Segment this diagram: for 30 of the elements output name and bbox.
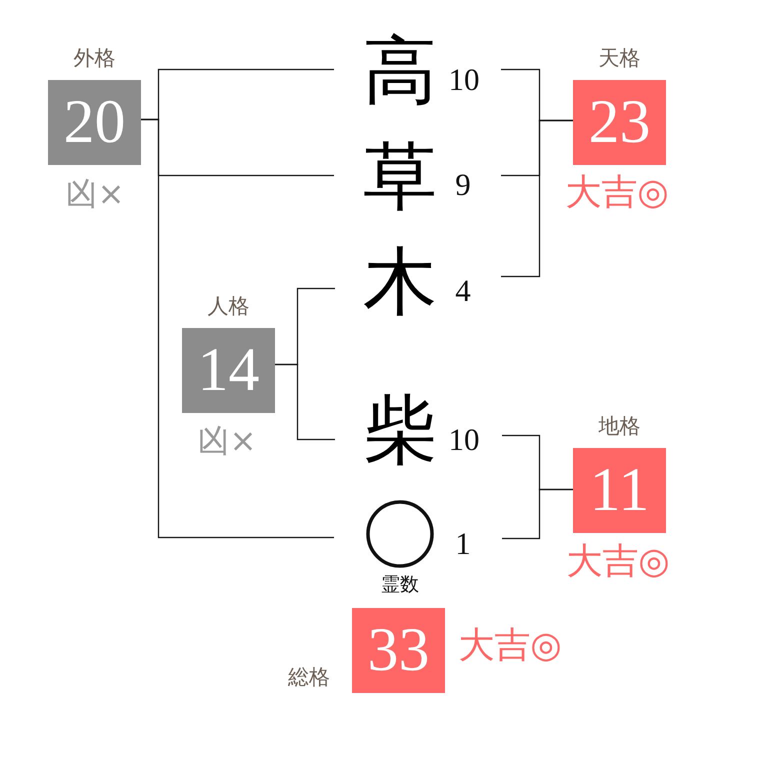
circle-label: 霊数 bbox=[381, 574, 419, 596]
verdict-text: 大吉◎ bbox=[566, 542, 670, 582]
score-box: 20 bbox=[48, 80, 141, 165]
heading: 地格 bbox=[598, 413, 640, 440]
score-box: 11 bbox=[573, 448, 666, 533]
bracket-line bbox=[501, 120, 573, 278]
heading: 天格 bbox=[598, 45, 640, 72]
score-box: 33 bbox=[352, 608, 445, 693]
kanji-character: 木 bbox=[360, 242, 440, 322]
score-box: 23 bbox=[573, 80, 666, 165]
heading: 総格 bbox=[288, 664, 330, 691]
stroke-count: 10 bbox=[448, 422, 480, 458]
kanji-character: 柴 bbox=[360, 390, 440, 470]
kanji-character: 高 bbox=[360, 31, 440, 111]
verdict-text: 大吉◎ bbox=[458, 626, 562, 666]
verdict-text: 凶× bbox=[66, 176, 124, 212]
bracket-line bbox=[502, 488, 573, 540]
circle-mark bbox=[366, 500, 434, 568]
heading: 外格 bbox=[74, 45, 116, 72]
verdict-text: 大吉◎ bbox=[565, 173, 669, 213]
stroke-count: 4 bbox=[455, 274, 471, 308]
score-box: 14 bbox=[182, 328, 275, 413]
stroke-count: 10 bbox=[448, 62, 480, 98]
stroke-count: 1 bbox=[455, 526, 471, 562]
bracket-line bbox=[275, 364, 335, 440]
verdict-text: 凶× bbox=[198, 423, 256, 459]
heading: 人格 bbox=[208, 293, 250, 320]
bracket-line bbox=[141, 118, 334, 538]
stroke-count: 9 bbox=[455, 168, 471, 202]
kanji-character: 草 bbox=[360, 137, 440, 217]
